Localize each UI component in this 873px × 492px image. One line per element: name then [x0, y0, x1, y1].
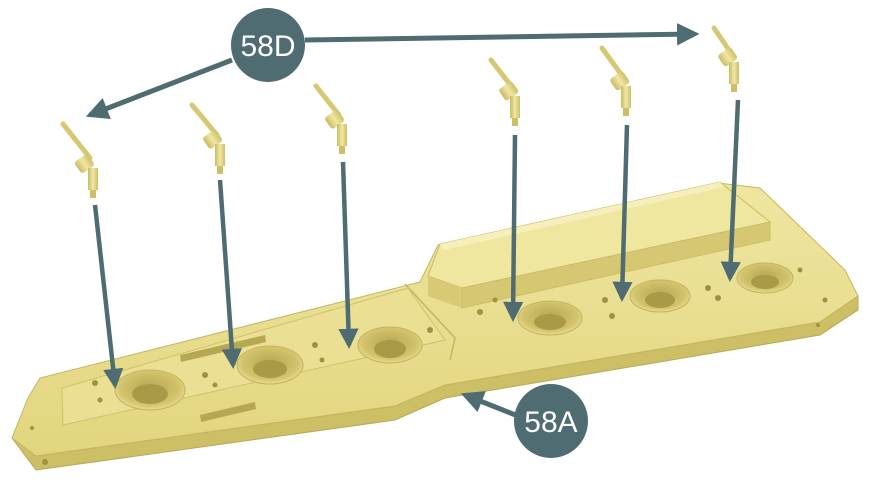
insertion-arrows	[92, 99, 741, 390]
spark-plug-3	[313, 83, 347, 154]
insertion-arrow-6	[720, 99, 741, 283]
insertion-arrow-1	[92, 204, 124, 390]
insertion-arrow-2	[217, 179, 242, 370]
badge-58a-label: 58A	[524, 406, 577, 439]
badge-58d: 58D	[231, 8, 305, 82]
leader-arrow-58a	[460, 391, 519, 419]
spark-plug-4	[488, 57, 520, 126]
insertion-arrow-5	[612, 124, 633, 303]
badge-58a: 58A	[514, 384, 588, 458]
insertion-arrow-3	[338, 161, 359, 350]
spark-plug-1	[60, 121, 98, 198]
badge-58d-label: 58D	[240, 30, 295, 63]
spark-plug-6	[711, 25, 739, 92]
spark-plug-5	[599, 45, 631, 116]
cylinder-bores	[114, 262, 794, 411]
spark-plug-2	[189, 102, 225, 174]
mounting-holes	[30, 267, 828, 465]
spark-plugs-58d	[60, 25, 739, 198]
leader-arrow-right	[304, 23, 700, 46]
leader-arrows-58d	[85, 23, 700, 119]
leader-arrow-left	[85, 57, 233, 119]
insertion-arrow-4	[503, 134, 524, 323]
